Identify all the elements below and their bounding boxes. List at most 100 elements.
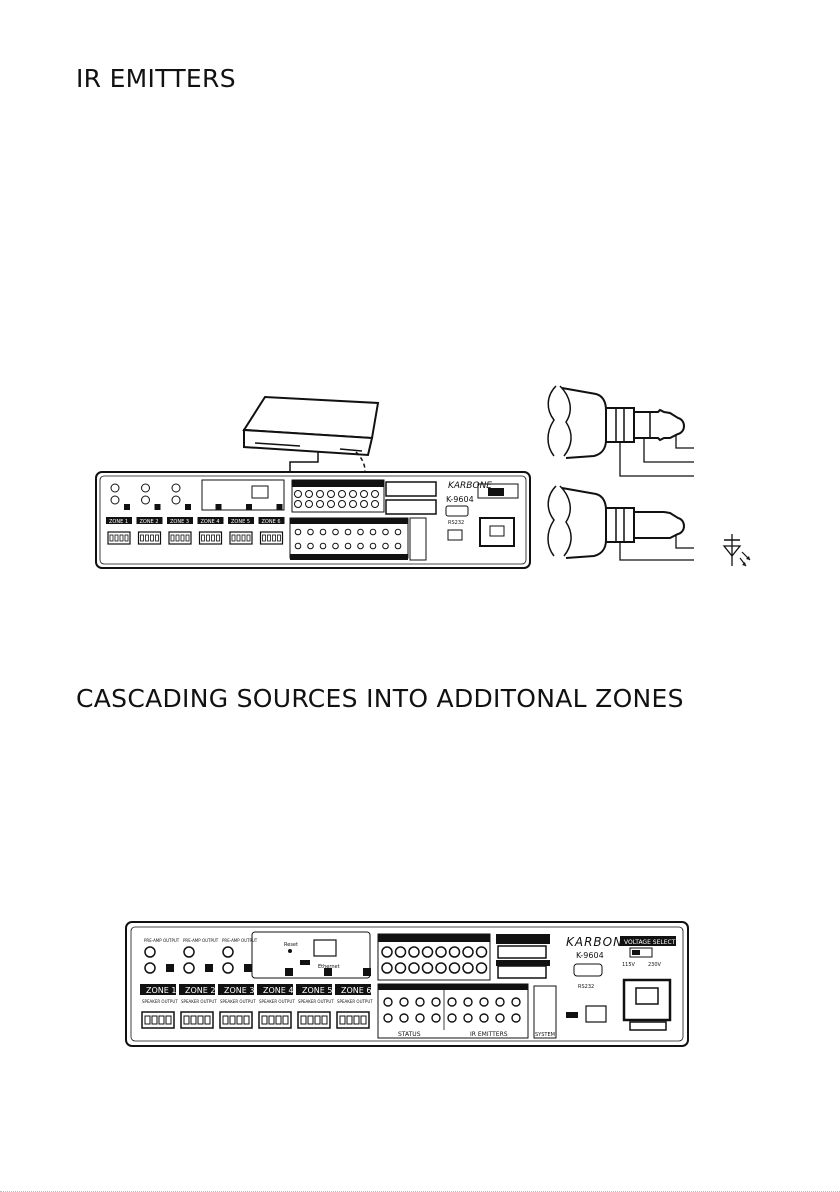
stereo-plug-connector — [547, 385, 694, 477]
zone-module: ZONE 5 — [228, 504, 254, 545]
zone-module: ZONE 6 — [258, 504, 285, 545]
mini-jack — [431, 1013, 441, 1023]
ethernet-port — [251, 485, 269, 499]
speaker-output-label: SPEAKER OUTPUT — [220, 999, 256, 1004]
zone-label: ZONE 4 — [263, 986, 293, 995]
speaker-output-label: SPEAKER OUTPUT — [298, 999, 334, 1004]
ir-emitters-group-label: IR EMITTERS — [470, 1031, 508, 1038]
rca-jack — [435, 962, 447, 974]
section-heading-ir-emitters: IR EMITTERS — [76, 64, 236, 93]
rca-jack — [316, 500, 324, 508]
mini-jack — [307, 528, 314, 536]
model-label: K-9604 — [576, 951, 604, 960]
rca-jack — [349, 490, 357, 498]
source-device-box — [242, 395, 380, 457]
zone-module: ZONE 1 — [106, 483, 132, 545]
rca-jack — [435, 946, 447, 958]
mini-jack — [479, 1013, 489, 1023]
mini-jack — [431, 997, 441, 1007]
mini-jack — [382, 542, 389, 550]
zone-label: ZONE 3 — [170, 519, 189, 525]
rca-jack — [305, 490, 313, 498]
mini-jack — [294, 542, 302, 550]
mini-jack — [357, 528, 364, 536]
zone-label: ZONE 5 — [231, 519, 250, 525]
mini-jack — [383, 1013, 393, 1023]
rca-jack — [394, 962, 407, 974]
rca-jack — [475, 946, 488, 958]
brand-logo: KARBONE — [566, 935, 632, 949]
mini-jack — [495, 1013, 505, 1023]
rca-jack — [381, 962, 393, 974]
rca-jack — [462, 962, 474, 974]
rs232-port — [445, 505, 469, 517]
status-group-label: STATUS — [398, 1031, 421, 1038]
ethernet-label: Ethernet — [318, 964, 340, 970]
mini-jack — [399, 1013, 409, 1023]
zone-label: ZONE 4 — [201, 519, 220, 525]
rca-jack — [421, 946, 434, 958]
rca-jack — [448, 962, 461, 974]
mini-jack — [447, 997, 457, 1007]
zone-label: ZONE 5 — [302, 986, 332, 995]
ethernet-port — [313, 939, 337, 957]
zone-label: ZONE 2 — [140, 519, 159, 525]
zone-label: ZONE 1 — [109, 519, 128, 525]
rca-jack — [408, 962, 420, 974]
mini-jack — [357, 542, 364, 550]
mini-jack — [344, 528, 352, 536]
preamp-label: PRE-AMP OUTPUT — [144, 938, 180, 943]
zone-module: ZONE 3 — [167, 483, 193, 545]
rca-jack — [381, 946, 393, 958]
mini-jack — [319, 528, 327, 536]
voltage-230-label: 230V — [648, 962, 662, 968]
zone-module: ZONE 5 SPEAKER OUTPUT — [296, 968, 334, 1029]
rca-jack — [360, 490, 368, 498]
mono-plug-connector — [547, 485, 694, 561]
mini-jack — [495, 997, 505, 1007]
speaker-output-label: SPEAKER OUTPUT — [181, 999, 217, 1004]
power-inlet — [479, 517, 515, 547]
k9604-rear-panel: ZONE 1 ZONE 2 ZONE 3 ZONE 4 ZONE 5 ZONE 6 KAR… — [95, 471, 531, 569]
brand-logo: KARBONE — [448, 481, 492, 491]
rca-jack — [448, 946, 461, 958]
mini-jack — [332, 542, 339, 550]
mini-jack — [344, 542, 352, 550]
mini-jack — [399, 997, 409, 1007]
rca-jack — [408, 946, 420, 958]
ir-emitter-diode-icon — [722, 534, 751, 567]
rca-jack — [475, 962, 488, 974]
rca-jack — [462, 946, 474, 958]
speaker-output-label: SPEAKER OUTPUT — [337, 999, 373, 1004]
rca-jack — [360, 500, 368, 508]
zone-label: ZONE 6 — [262, 519, 281, 525]
mini-jack — [394, 542, 402, 550]
mini-jack — [383, 997, 393, 1007]
rca-jack — [371, 490, 379, 498]
rca-jack — [338, 490, 346, 498]
mini-jack — [447, 1013, 457, 1023]
mini-jack — [511, 997, 521, 1007]
rs232-label: RS232 — [578, 984, 594, 990]
mini-jack — [463, 1013, 473, 1023]
mini-jack — [294, 528, 302, 536]
mini-jack — [369, 528, 377, 536]
zone-module: ZONE 2 — [136, 483, 163, 545]
rca-jack — [294, 500, 302, 508]
mini-jack — [332, 528, 339, 536]
rca-jack — [327, 490, 335, 498]
rca-jack — [349, 500, 357, 508]
mini-jack — [319, 542, 327, 550]
rca-jack — [421, 962, 434, 974]
ir-emitter-figure: ZONE 1 ZONE 2 ZONE 3 ZONE 4 ZONE 5 ZONE 6 KAR… — [95, 385, 751, 569]
preamp-label: PRE-AMP OUTPUT — [183, 938, 219, 943]
rca-jack — [305, 500, 313, 508]
rca-jack — [294, 490, 302, 498]
mini-jack — [463, 997, 473, 1007]
rca-jack — [371, 500, 379, 508]
